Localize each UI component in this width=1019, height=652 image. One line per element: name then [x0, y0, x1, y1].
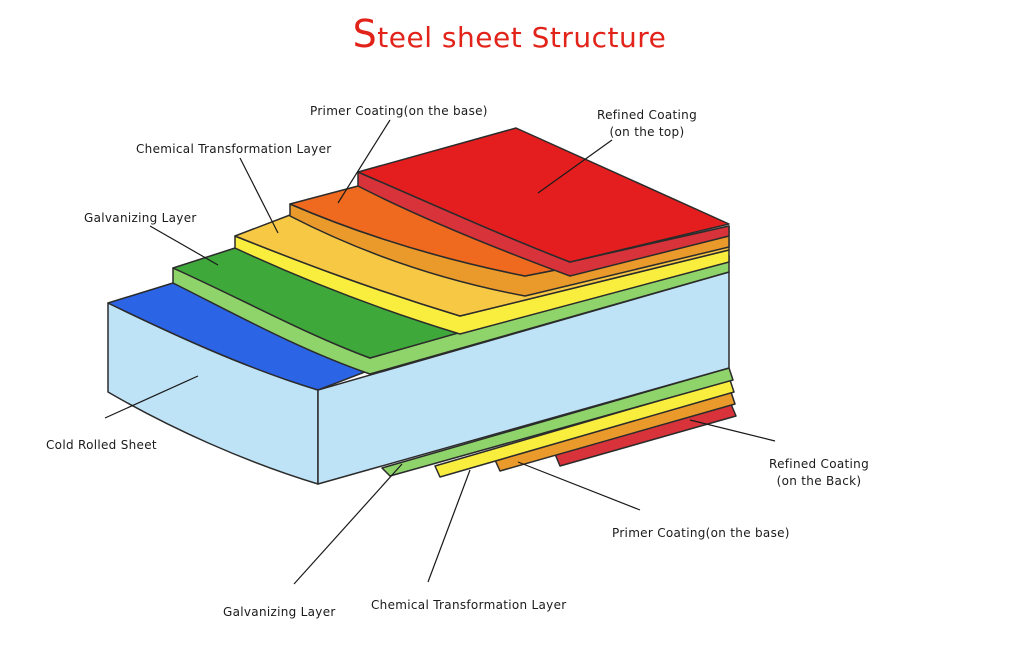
- label-refined-top-line1: Refined Coating: [597, 108, 697, 122]
- label-refined-top-line2: (on the top): [609, 125, 685, 139]
- label-refined-coating-back: Refined Coating (on the Back): [764, 456, 874, 490]
- leader-galvanizing-top: [149, 225, 219, 266]
- label-refined-back-line2: (on the Back): [776, 474, 862, 488]
- leader-primer-back: [517, 461, 641, 511]
- label-chemical-layer-back: Chemical Transformation Layer: [371, 598, 567, 612]
- label-cold-rolled-sheet: Cold Rolled Sheet: [46, 438, 157, 452]
- title-rest: teel sheet Structure: [377, 21, 667, 54]
- leader-primer-top: [337, 119, 391, 204]
- label-galvanizing-layer-top: Galvanizing Layer: [84, 211, 197, 225]
- label-refined-back-line1: Refined Coating: [769, 457, 869, 471]
- leader-refined-top: [537, 139, 613, 194]
- label-galvanizing-layer-back: Galvanizing Layer: [223, 605, 336, 619]
- title-initial: S: [352, 12, 378, 56]
- leader-cold-rolled: [104, 375, 199, 419]
- leader-chemical-back: [427, 469, 471, 583]
- refined-coating-top: [357, 127, 730, 263]
- leader-galvanizing-back: [293, 463, 403, 585]
- label-refined-coating-top: Refined Coating (on the top): [592, 107, 702, 141]
- leader-chemical-top: [239, 157, 279, 234]
- leader-refined-back: [689, 419, 776, 442]
- label-primer-coating-back: Primer Coating(on the base): [612, 526, 790, 540]
- label-chemical-layer-top: Chemical Transformation Layer: [136, 142, 332, 156]
- diagram-title: Steel sheet Structure: [0, 12, 1019, 56]
- label-primer-coating-top: Primer Coating(on the base): [310, 104, 488, 118]
